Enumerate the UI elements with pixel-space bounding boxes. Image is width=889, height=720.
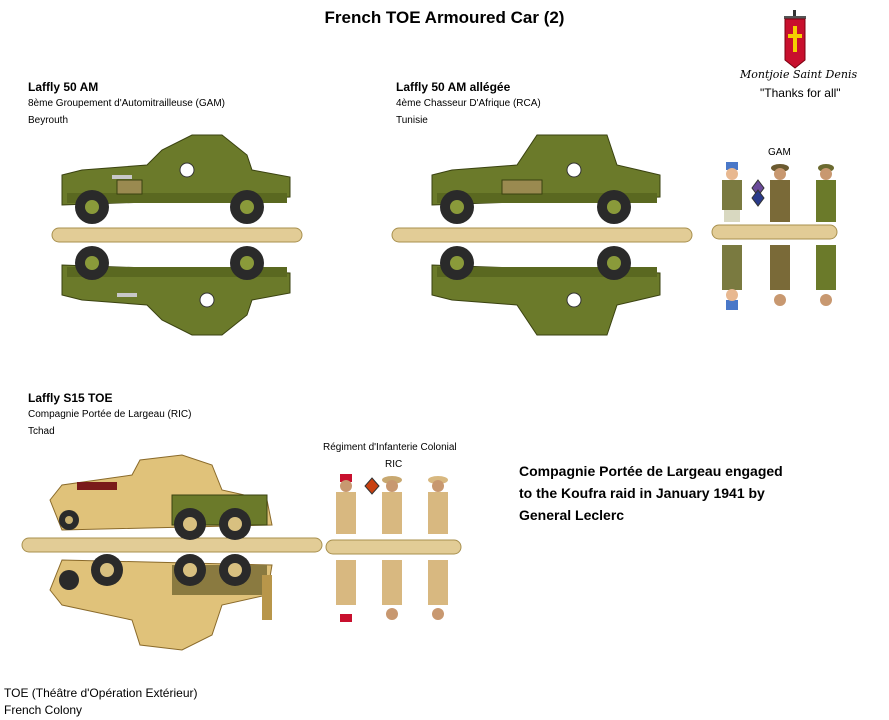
vehicle-3-name: Laffly S15 TOE xyxy=(28,391,113,405)
ric-regiment-label: Régiment d'Infanterie Colonial xyxy=(323,442,457,453)
ric-soldier-figures xyxy=(325,474,462,622)
note-line-2: to the Koufra raid in January 1941 by xyxy=(519,485,765,501)
vehicle-1-unit: 8ème Groupement d'Automitrailleuse (GAM) xyxy=(28,98,225,109)
emblem-thanks: "Thanks for all" xyxy=(760,86,841,100)
note-line-1: Compagnie Portée de Largeau engaged xyxy=(519,463,783,479)
laffly-50am-miniature xyxy=(51,134,303,336)
ric-label: RIC xyxy=(385,459,403,470)
laffly-50am-allegee-miniature xyxy=(391,134,693,336)
footer-line-1: TOE (Théâtre d'Opération Extérieur) xyxy=(4,686,198,700)
banner-emblem xyxy=(784,10,806,69)
gam-soldier-figures xyxy=(711,162,838,310)
vehicle-3-location: Tchad xyxy=(28,426,55,437)
footer-line-2: French Colony xyxy=(4,703,83,717)
footer: TOE (Théâtre d'Opération Extérieur) Fren… xyxy=(4,685,197,719)
gam-label: GAM xyxy=(768,147,791,158)
laffly-s15-toe-miniature xyxy=(21,454,323,651)
vehicle-3-unit: Compagnie Portée de Largeau (RIC) xyxy=(28,409,192,420)
emblem-motto: Montjoie Saint Denis xyxy=(740,68,858,81)
vehicle-2-location: Tunisie xyxy=(396,115,428,126)
vehicle-2-name: Laffly 50 AM allégée xyxy=(396,80,511,94)
vehicle-1-name: Laffly 50 AM xyxy=(28,80,99,94)
note-text: Compagnie Portée de Largeau engaged to t… xyxy=(519,460,783,526)
vehicle-1-location: Beyrouth xyxy=(28,115,69,126)
vehicle-2-unit: 4ème Chasseur D'Afrique (RCA) xyxy=(396,98,541,109)
note-line-3: General Leclerc xyxy=(519,507,625,523)
page-title: French TOE Armoured Car (2) xyxy=(324,8,565,27)
